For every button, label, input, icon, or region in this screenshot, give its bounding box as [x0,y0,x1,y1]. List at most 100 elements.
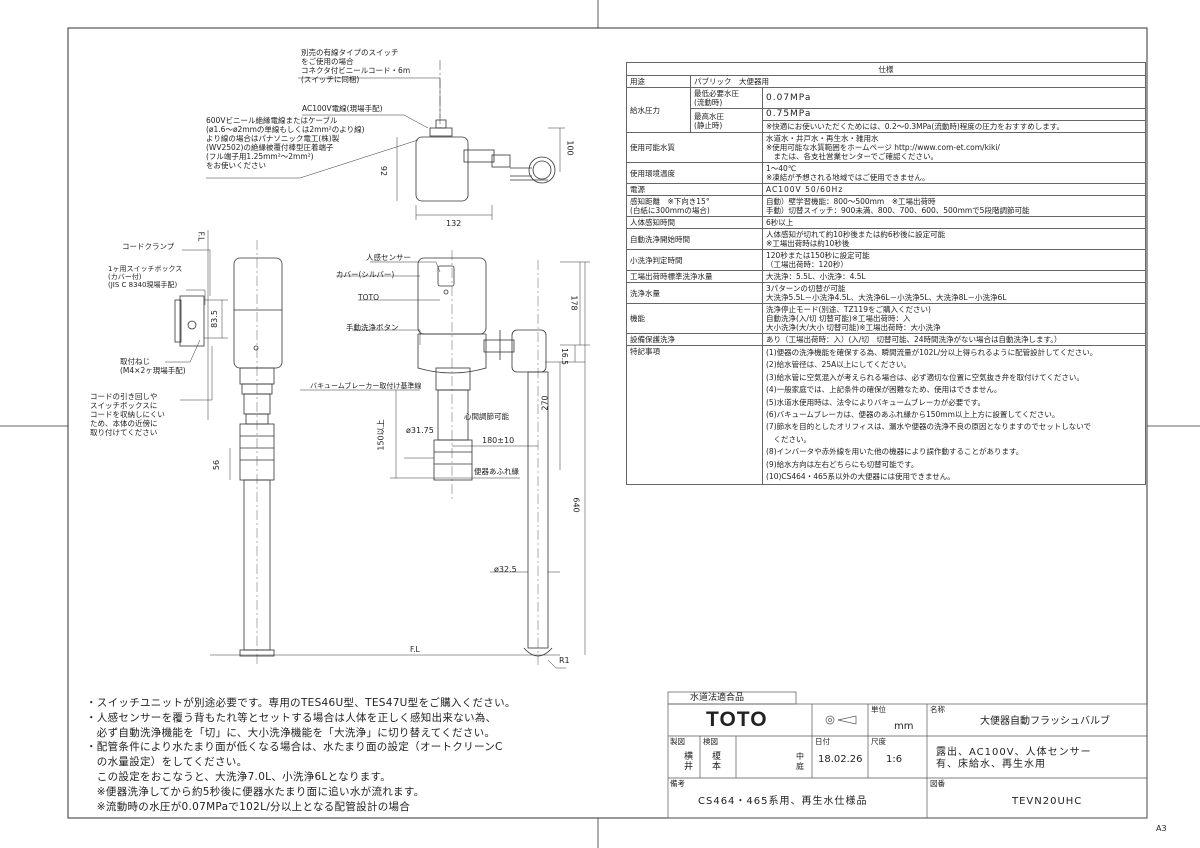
value-line: 3パターンの切替が可能 [766,284,846,293]
checked-label: 検図 [703,737,718,746]
dim-178: 178 [569,295,579,311]
name-label: 名称 [930,705,945,714]
note-line: ・配管条件により水たまり面が低くなる場合は、水たまり面の設定（オートクリーンC [86,741,503,754]
value-line: ※工場出荷時は約10秒後 [766,239,850,248]
front-view [300,250,590,669]
note-line: ください。 [766,434,811,444]
note-line: (1)便器の洗浄機能を確保する為、瞬間流量が102L/分以上得られるように配管設… [766,348,1098,357]
spec-value: 0.07MPa [762,87,1146,109]
core-adjust-label: 心間調節可能 [464,412,509,421]
vacuum-breaker-label: バキュームブレーカー取付け基準線 [310,382,422,390]
note-line: (6)バキュームブレーカは、便器のあふれ縁から150mm以上上方に設置してくださ… [766,410,1060,420]
mount-screw-line: 取付ねじ [120,357,150,366]
spec-label: 電源 [626,183,763,196]
checker-top: 榎 [712,752,722,762]
checker-bottom: 本 [712,762,722,772]
value-line: 大洗浄5.5L－小洗浄4.5L、大洗浄6L－小洗浄5L、大洗浄8L－小洗浄6L [766,293,1007,302]
cord-note-line: コードの引き回しや [90,392,158,401]
spec-label: 小洗浄判定時間 [626,249,763,271]
dim-83-5: 83.5 [209,310,219,328]
label-line: 感知距離 ※下向き15° [630,197,710,206]
value-line: 自動洗浄(入/切 切替可能)※工場出荷時：入 [766,314,911,323]
switch-box-line: (JIS C 8340現場手配) [108,281,178,289]
spec-label: 洗浄水量 [626,282,763,304]
value-line: 120秒または150秒に設定可能 [766,251,870,260]
ac-cable-label: AC100V電線(現場手配) [302,104,383,113]
spec-label: 使用環境温度 [626,162,763,184]
spec-label: 人体感知時間 [626,216,763,229]
spec-label: 工場出荷時標準洗浄水量 [626,270,763,283]
note-line: (WV2502)の絶縁被覆付棒型圧着端子 [206,143,334,152]
cord-note-line: 取り付けてください [90,428,158,437]
value-line: 手動）切替スイッチ：900未満、800、700、600、500mmで5段階調節可… [766,206,1030,215]
date-value: 18.02.26 [818,754,863,765]
drafter-top: 横 [684,752,694,762]
note-line: (2)給水管径は、25A以上にしてください。 [766,360,911,370]
value-line: 大小洗浄(大/大小 切替可能)※工場出荷時：大小洗浄 [766,323,941,332]
top-view [206,60,565,220]
callout-line: をご使用の場合 [301,57,354,66]
cord-note-line: コードを収納しにくい [90,410,165,419]
value-line: ※使用可能な水質範囲をホームページ http://www.com-et.com/… [766,143,1000,152]
value-line: ※凍結が予想される地域ではご使用できません。 [766,173,930,182]
spec-sublabel: 最高水圧(静止時) [690,108,763,133]
wired-switch-callout: 別売の有線タイプのスイッチ をご使用の場合 コネクタ付ビニールコード・6m (ス… [301,48,410,84]
unit-label: 単位 [871,705,886,714]
spec-sublabel: 最低必要水圧(流動時) [690,87,763,109]
dim-132: 132 [446,219,462,228]
toto-label: TOTO [358,293,379,302]
value-line: 人体感知が切れて約10秒後または約6秒後に設定可能 [766,230,946,239]
note-line: ※便器洗浄してから約5秒後に便器水たまり面に追い水が流れます。 [86,785,425,798]
mount-screw-line: (M4×2ヶ現場手配) [120,366,186,375]
scale-value: 1:6 [886,754,903,765]
cord-note-line: ため、本体の近傍に [90,419,158,428]
side-view [165,230,400,665]
date-label: 日付 [815,737,830,746]
remark-value: CS464・465系用、再生水仕様品 [698,796,868,807]
description-line: 露出、AC100V、人体センサー [936,747,1092,758]
spec-label: 使用可能水質 [626,132,763,163]
dim-16-5: 16.5 [559,348,569,365]
spec-value: あり（工場出荷時：入）(入/切 切替可能、24時間洗浄がない場合は自動洗浄します… [762,333,1146,346]
spec-label: 用途 [626,75,691,88]
fl-right-label: F.L [410,645,420,654]
cord-clamp-label: コードクランプ [122,242,175,251]
stamp-line: 中 [796,752,804,761]
spec-label: 機能 [626,303,763,334]
switch-box-line: (カバー付) [108,273,142,281]
spec-label: 設備保護洗浄 [626,333,763,346]
note-line: (7)節水を目的としたオリフィスは、漏水や便器の洗浄不良の原因となりますのでセッ… [766,422,1092,432]
drawing-no-label: 図番 [930,779,945,788]
spec-value: 自動）壁学習機能：800～500mm ※工場出荷時手動）切替スイッチ：900未満… [762,195,1146,217]
note-line: より線の場合はパナソニック電工(株)製 [206,134,340,143]
note-line: 必ず自動洗浄機能を「切」に、大小洗浄機能を「大洗浄」に切り替えてください。 [86,726,496,739]
description-line: 有、床給水、再生水用 [936,759,1046,770]
note-line: (5)水道水使用時は、法令によりバキュームブレーカが必要です。 [766,397,986,407]
note-line: (ø1.6～ø2mmの単線もしくは2mm²のより線) [206,125,365,134]
spec-label: 特記事項 [626,344,763,486]
note-line: (10)CS464・465系以外の大便器には使用できません。 [766,472,955,482]
callout-line: (スイッチに同梱) [301,75,360,84]
dim-100: 100 [565,140,575,156]
drafter-bottom: 井 [684,762,694,772]
callout-line: 別売の有線タイプのスイッチ [301,48,399,57]
scale-label: 尺度 [871,737,886,746]
spec-value: 6秒以上 [762,216,1146,229]
note-line: (3)給水管に空気混入が考えられる場合は、必ず適切な位置に空気抜き弁を取付けてく… [766,372,1084,382]
approval-label: 水道法適合品 [690,693,745,703]
spec-value: ※快適にお使いいただくためには、0.2～0.3MPa(流動時)程度の圧力をおすす… [762,120,1146,133]
note-line: (8)インバータや赤外線を用いた他の機器により誤作動することがあります。 [766,447,1024,457]
dim-270: 270 [540,395,550,411]
drawing-frame [67,27,1148,819]
spec-title: 仕様 [626,62,1146,76]
sublabel-line: 最高水圧 [694,111,724,121]
sensor-label: 人感センサー [366,253,411,262]
note-line: の水量設定）をしてください。 [86,756,248,769]
toto-logo: TOTO [706,708,768,731]
drawing-no-value: TEVN20UHC [1012,796,1083,807]
spec-value: 1～40℃※凍結が予想される地域ではご使用できません。 [762,162,1146,184]
note-line: (4)一般家庭では、上記条件の確保が困難なため、使用はできません。 [766,385,1002,395]
spec-value: 人体感知が切れて約10秒後または約6秒後に設定可能※工場出荷時は約10秒後 [762,228,1146,250]
general-notes: ・スイッチユニットが別途必要です。専用のTES46U型、TES47U型をご購入く… [86,696,516,814]
